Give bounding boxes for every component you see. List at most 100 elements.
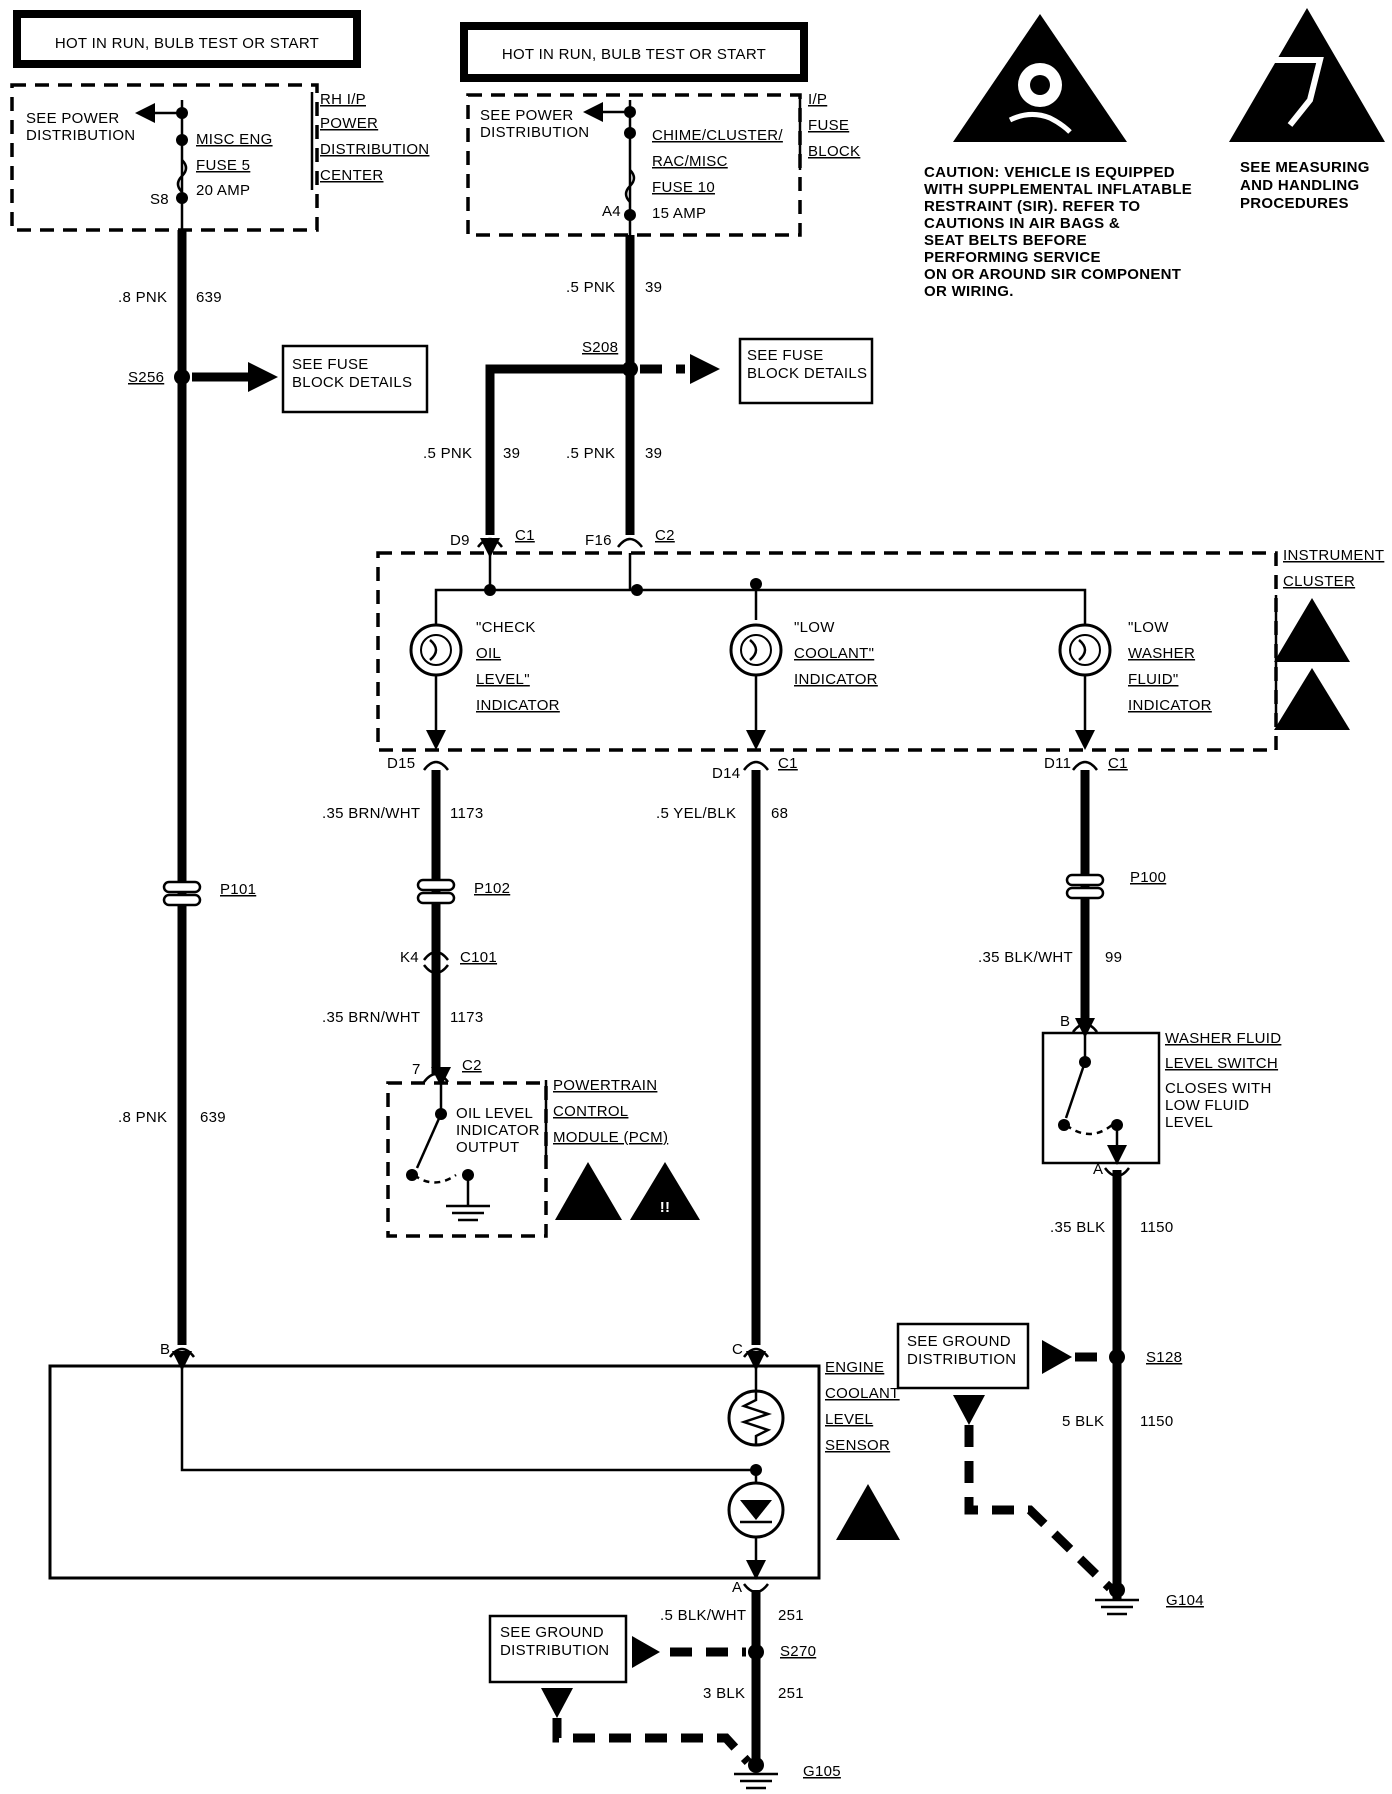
ground-dist-upper-1: SEE GROUND — [907, 1333, 1011, 1350]
right-hot-header-box — [460, 22, 808, 82]
left-fuse-line-3: 20 AMP — [196, 182, 250, 199]
sir-caution-1: CAUTION: VEHICLE IS EQUIPPED — [924, 164, 1175, 181]
cluster-name-1: INSTRUMENT — [1283, 547, 1384, 564]
esd-note-1: SEE MEASURING — [1240, 159, 1370, 176]
w68-circuit: 68 — [771, 805, 788, 822]
conn-d11: D11 — [1044, 755, 1071, 772]
right-panel-name-2: FUSE — [808, 117, 849, 134]
sir-caution-6: PERFORMING SERVICE — [924, 249, 1101, 266]
conn-c1-mid: C1 — [778, 755, 798, 772]
oil-indicator-4: INDICATOR — [476, 697, 560, 714]
circuit-1173: .35 BRN/WHT 1173 P102 K4 C101 .35 BRN/WH… — [322, 770, 510, 1083]
washer-switch-name-1: WASHER FLUID — [1165, 1030, 1281, 1047]
pcm-name-1: POWERTRAIN — [553, 1077, 657, 1094]
cluster-esd-icon — [1274, 598, 1350, 662]
ground-dist-lower-1: SEE GROUND — [500, 1624, 604, 1641]
fuse-block-details-right-2: BLOCK DETAILS — [747, 365, 867, 382]
coolant-indicator-1: "LOW — [794, 619, 835, 636]
check-oil-bulb — [409, 600, 463, 750]
right-panel-name-3: BLOCK — [808, 143, 860, 160]
washer-indicator-2: WASHER — [1128, 645, 1195, 662]
conn-pin7: 7 — [412, 1061, 421, 1078]
right-see-power-1: SEE POWER — [480, 107, 574, 124]
ground-g104: G104 — [1166, 1592, 1204, 1609]
conn-k4: K4 — [400, 949, 419, 966]
left-fuse-panel-outline — [10, 83, 319, 232]
circuit-99: P100 .35 BLK/WHT 99 B — [978, 770, 1166, 1033]
conn-c1-top: C1 — [515, 527, 535, 544]
coolant-indicator-2: COOLANT" — [794, 645, 874, 662]
w251-top-gauge: .5 BLK/WHT — [660, 1607, 746, 1624]
sensor-name-3: LEVEL — [825, 1411, 873, 1428]
splice-s256: S256 — [128, 369, 164, 386]
ground-dist-lower-box — [488, 1614, 628, 1684]
w1173-top-circuit: 1173 — [450, 805, 483, 822]
conn-d15: D15 — [387, 755, 415, 772]
w68-gauge: .5 YEL/BLK — [656, 805, 736, 822]
w1173-bottom-gauge: .35 BRN/WHT — [322, 1009, 420, 1026]
sir-caution-3: RESTRAINT (SIR). REFER TO — [924, 198, 1140, 215]
pcm-name-2: CONTROL — [553, 1103, 628, 1120]
pcm: OIL LEVEL INDICATOR OUTPUT POWERTRAIN CO… — [386, 1067, 700, 1238]
fuse-block-details-left-2: BLOCK DETAILS — [292, 374, 412, 391]
conn-a-switch: A — [1093, 1161, 1103, 1178]
w1150-top-circuit: 1150 — [1140, 1219, 1173, 1236]
sir-caution-5: SEAT BELTS BEFORE — [924, 232, 1087, 249]
w639-bottom-circuit: 639 — [200, 1109, 226, 1126]
pcm-caution-mark: !! — [660, 1199, 671, 1216]
conn-c2-top: C2 — [655, 527, 675, 544]
sir-warning: CAUTION: VEHICLE IS EQUIPPED WITH SUPPLE… — [924, 14, 1192, 300]
conn-b-sensor: B — [160, 1341, 170, 1358]
w639-top-gauge: .8 PNK — [118, 289, 167, 306]
washer-indicator-1: "LOW — [1128, 619, 1169, 636]
washer-switch-note-3: LEVEL — [1165, 1114, 1213, 1131]
w39-top-gauge: .5 PNK — [566, 279, 615, 296]
sir-caution-7: ON OR AROUND SIR COMPONENT — [924, 266, 1181, 283]
w639-bottom-gauge: .8 PNK — [118, 1109, 167, 1126]
fuse-block-details-left-box — [281, 344, 429, 414]
esd-note-3: PROCEDURES — [1240, 195, 1349, 212]
sir-caution-8: OR WIRING. — [924, 283, 1014, 300]
washer-indicator-3: FLUID" — [1128, 671, 1178, 688]
fuse-block-details-left-1: SEE FUSE — [292, 356, 369, 373]
sensor-name-2: COOLANT — [825, 1385, 900, 1402]
ground-dist-lower-2: DISTRIBUTION — [500, 1642, 609, 1659]
w99-circuit: 99 — [1105, 949, 1122, 966]
pcm-output-2: INDICATOR — [456, 1122, 540, 1139]
splice-s128: S128 — [1146, 1349, 1182, 1366]
pcm-esd-icon — [555, 1162, 622, 1220]
splice-s208: S208 — [582, 339, 618, 356]
sir-caution-2: WITH SUPPLEMENTAL INFLATABLE — [924, 181, 1192, 198]
esd-note-2: AND HANDLING — [1240, 177, 1359, 194]
conn-d9: D9 — [450, 532, 470, 549]
oil-indicator-3: LEVEL" — [476, 671, 530, 688]
washer-switch-note-2: LOW FLUID — [1165, 1097, 1249, 1114]
sensor-esd-icon — [836, 1484, 900, 1540]
pcm-output-1: OIL LEVEL — [456, 1105, 533, 1122]
sir-caution-4: CAUTIONS IN AIR BAGS & — [924, 215, 1120, 232]
conn-f16: F16 — [585, 532, 612, 549]
oil-indicator-2: OIL — [476, 645, 501, 662]
conn-p102: P102 — [474, 880, 510, 897]
conn-d14: D14 — [712, 765, 740, 782]
left-hot-header-box — [13, 10, 361, 68]
left-fuse-pin: S8 — [150, 191, 169, 208]
instrument-cluster: "CHECK OIL LEVEL" INDICATOR "LOW COOLANT… — [376, 538, 1384, 782]
w1173-bottom-circuit: 1173 — [450, 1009, 483, 1026]
low-washer-bulb — [1058, 600, 1112, 750]
left-power-source: HOT IN RUN, BULB TEST OR START SEE POWER… — [10, 10, 429, 232]
right-fuse-line-4: 15 AMP — [652, 205, 706, 222]
washer-switch-note-1: CLOSES WITH — [1165, 1080, 1272, 1097]
w39-left-circuit: 39 — [503, 445, 520, 462]
sensor-name-1: ENGINE — [825, 1359, 884, 1376]
right-see-power-2: DISTRIBUTION — [480, 124, 589, 141]
low-coolant-bulb — [729, 623, 783, 750]
sensor-name-4: SENSOR — [825, 1437, 890, 1454]
w251-bottom-circuit: 251 — [778, 1685, 804, 1702]
w1150-bottom-gauge: 5 BLK — [1062, 1413, 1104, 1430]
circuit-251: .5 BLK/WHT 251 S270 SEE GROUND DISTRIBUT… — [488, 1590, 841, 1790]
pcm-caution-icon — [630, 1162, 700, 1220]
w39-right-circuit: 39 — [645, 445, 662, 462]
conn-p101: P101 — [220, 881, 256, 898]
right-power-source: HOT IN RUN, BULB TEST OR START SEE POWER… — [460, 22, 860, 237]
